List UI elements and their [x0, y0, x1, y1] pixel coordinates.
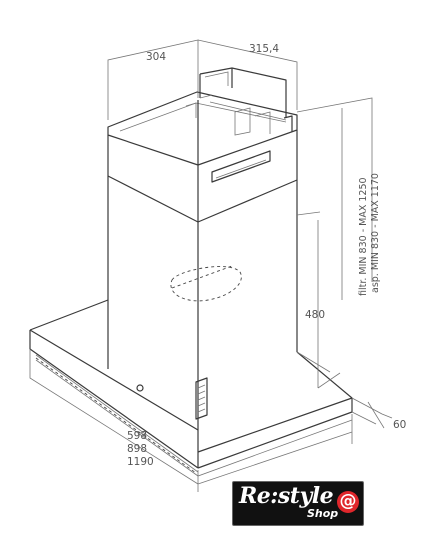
dim-top-front: 304: [146, 51, 166, 63]
dim-top-side: 315,4: [249, 43, 279, 55]
control-knob-icon: [136, 384, 144, 392]
at-icon: @: [337, 491, 359, 513]
height-dimension-lines: [296, 97, 373, 373]
duct-outline: [170, 266, 242, 302]
dim-height-aspiration: asp. MIN 830 - MAX 1170: [370, 173, 381, 293]
logo-sub-text: Shop: [307, 507, 339, 520]
control-panel: [136, 377, 208, 420]
canopy-depth-lines: [351, 397, 393, 429]
dim-canopy-depth: 60: [393, 419, 406, 431]
chimney-upper-section: [107, 67, 298, 222]
dim-height-filter: filtr. MIN 830 - MAX 1250: [358, 177, 369, 296]
canopy: [29, 299, 353, 477]
dim-canopy-height: 480: [305, 309, 325, 321]
restyle-shop-logo: Re:style Shop @: [232, 481, 364, 526]
top-dimension-lines: [107, 39, 298, 120]
width-dimension-lines: [29, 349, 353, 492]
logo-brand-text: Re:style: [239, 483, 334, 509]
duct-center: [171, 265, 233, 289]
dim-width-1190: 1190: [127, 456, 154, 468]
dim-width-898: 898: [127, 443, 147, 455]
canopy-height-lines: [296, 211, 341, 389]
chimney-lower-section: [107, 175, 298, 468]
dim-width-598: 598: [127, 430, 147, 442]
